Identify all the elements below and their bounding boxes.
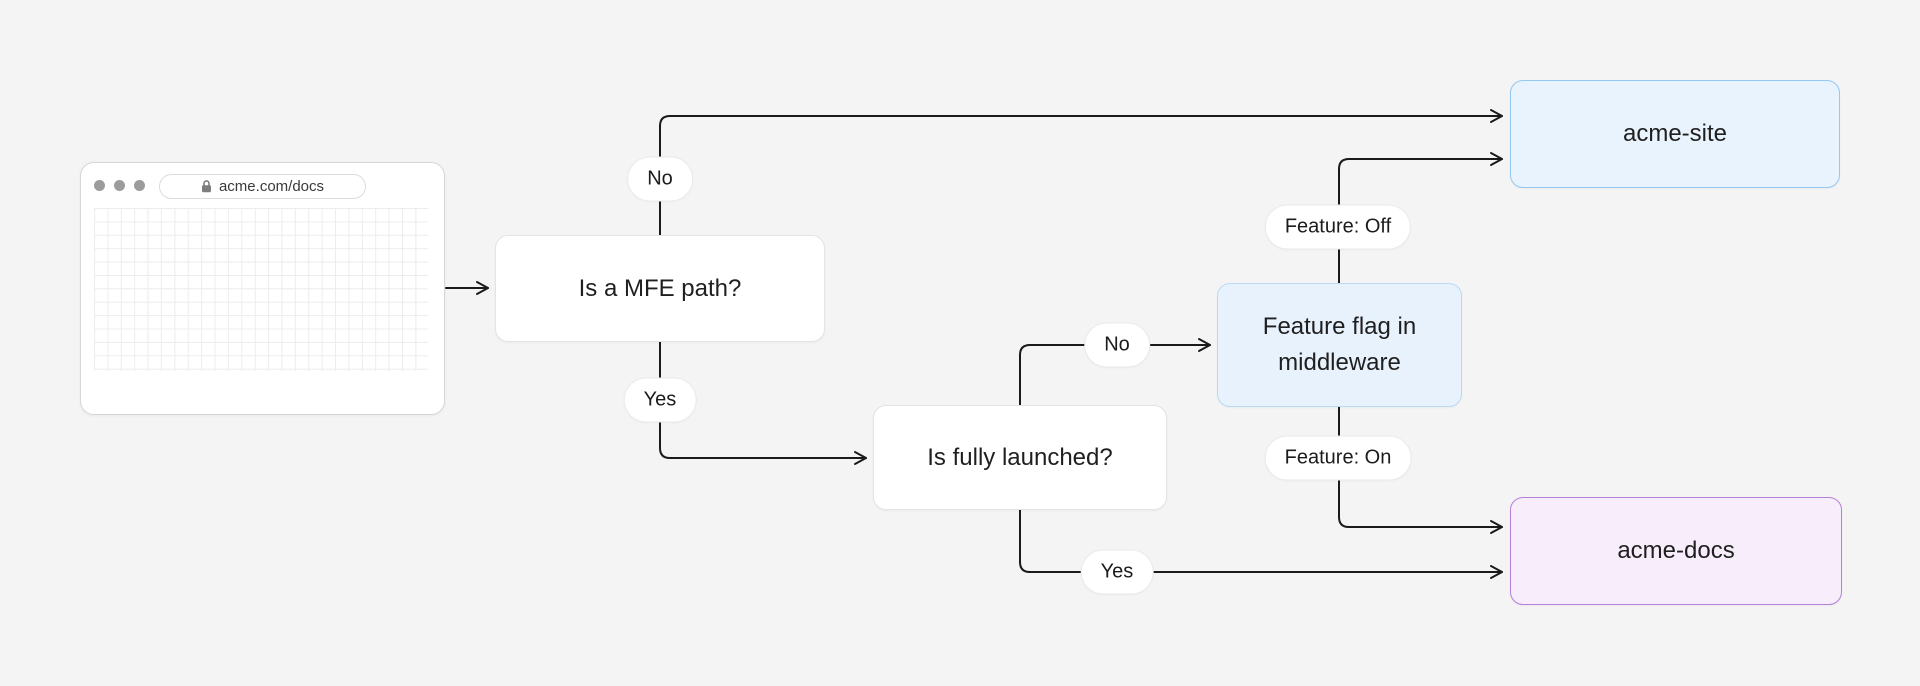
edge-label-yes: Yes xyxy=(1080,549,1154,595)
edge-flag-off-to-site xyxy=(1338,152,1503,284)
edge-mfe-yes-to-launched xyxy=(659,341,867,465)
edge-flag-on-to-docs xyxy=(1338,406,1503,534)
url-text: acme.com/docs xyxy=(218,178,325,195)
edge-label-feature-off: Feature: Off xyxy=(1264,204,1412,250)
traffic-dot-icon xyxy=(114,179,125,191)
browser-window: acme.com/docs xyxy=(80,162,445,415)
traffic-dot-icon xyxy=(134,179,145,191)
node-is-fully-launched: Is fully launched? xyxy=(873,405,1167,510)
url-bar: acme.com/docs xyxy=(159,174,366,199)
node-label: Is fully launched? xyxy=(927,443,1113,471)
node-is-mfe-path: Is a MFE path? xyxy=(495,235,825,342)
traffic-light-dots xyxy=(94,179,145,191)
edge-launched-yes-to-docs xyxy=(1019,509,1503,579)
edge-label-yes: Yes xyxy=(623,377,697,423)
edge-mfe-no-to-site xyxy=(659,109,1503,236)
browser-header: acme.com/docs xyxy=(81,163,444,207)
edge-label-feature-on: Feature: On xyxy=(1264,435,1412,481)
node-label: acme-site xyxy=(1622,120,1728,147)
node-feature-flag-middleware: Feature flag in middleware xyxy=(1217,283,1462,407)
lock-icon xyxy=(201,180,212,193)
node-label: Feature flag in middleware xyxy=(1262,313,1417,376)
traffic-dot-icon xyxy=(94,179,105,191)
node-acme-docs: acme-docs xyxy=(1510,497,1842,605)
edge-label-no: No xyxy=(627,156,693,202)
node-acme-site: acme-site xyxy=(1510,80,1840,188)
node-label: acme-docs xyxy=(1617,537,1735,564)
browser-content-grid xyxy=(94,208,428,371)
edge-launched-no-to-flag xyxy=(1019,338,1211,406)
node-label: Is a MFE path? xyxy=(578,274,742,302)
edge-label-no: No xyxy=(1084,322,1150,368)
